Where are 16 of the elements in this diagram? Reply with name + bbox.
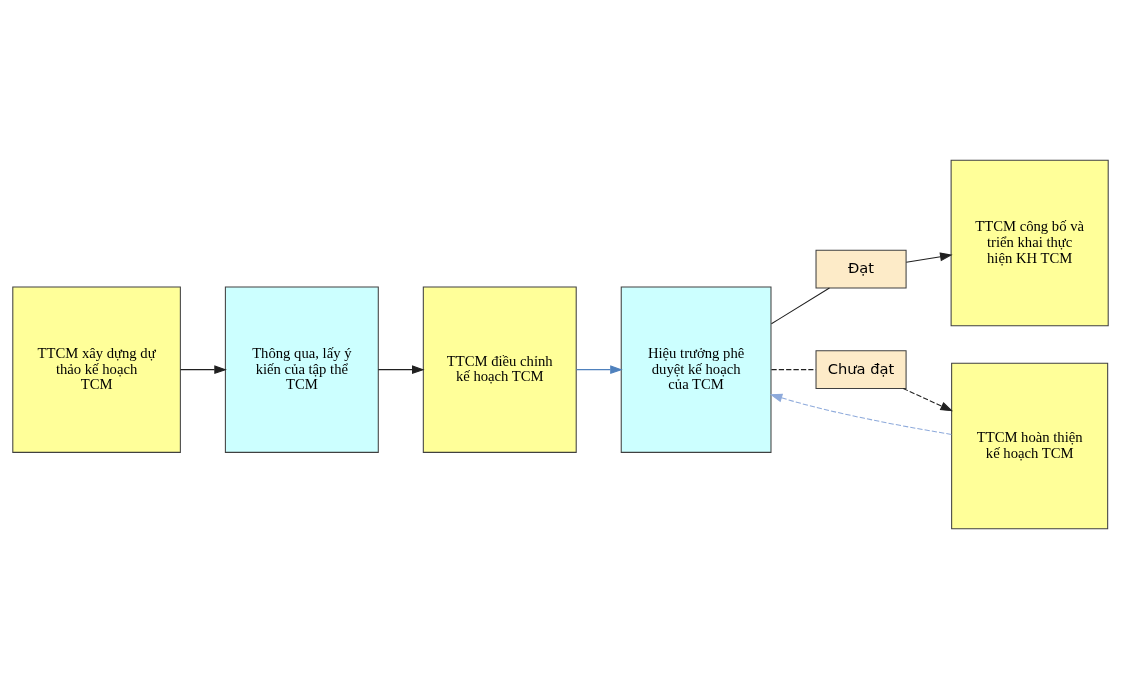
arrow [575,365,623,375]
node-box: Hiệu trưởng phê duyệt kế hoạch của TCM [620,286,772,453]
node-box: TTCM công bố và triển khai thực hiện KH TCM [950,159,1109,327]
node-box: Đạt [815,249,907,289]
node-box: Thông qua, lấy ý kiến của tập thể TCM [224,286,379,453]
arrow [902,388,953,412]
connector [770,287,830,325]
arrow [905,252,953,263]
node-box: Chưa đạt [815,350,907,389]
arrow [180,365,227,375]
arrow [769,393,952,435]
connector [770,369,817,371]
node-box: TTCM hoàn thiện kế hoạch TCM [951,362,1109,530]
node-box: TTCM xây dựng dự thảo kế hoạch TCM [12,286,181,453]
arrow [377,365,425,375]
node-box: TTCM điều chỉnh kế hoạch TCM [422,286,577,453]
